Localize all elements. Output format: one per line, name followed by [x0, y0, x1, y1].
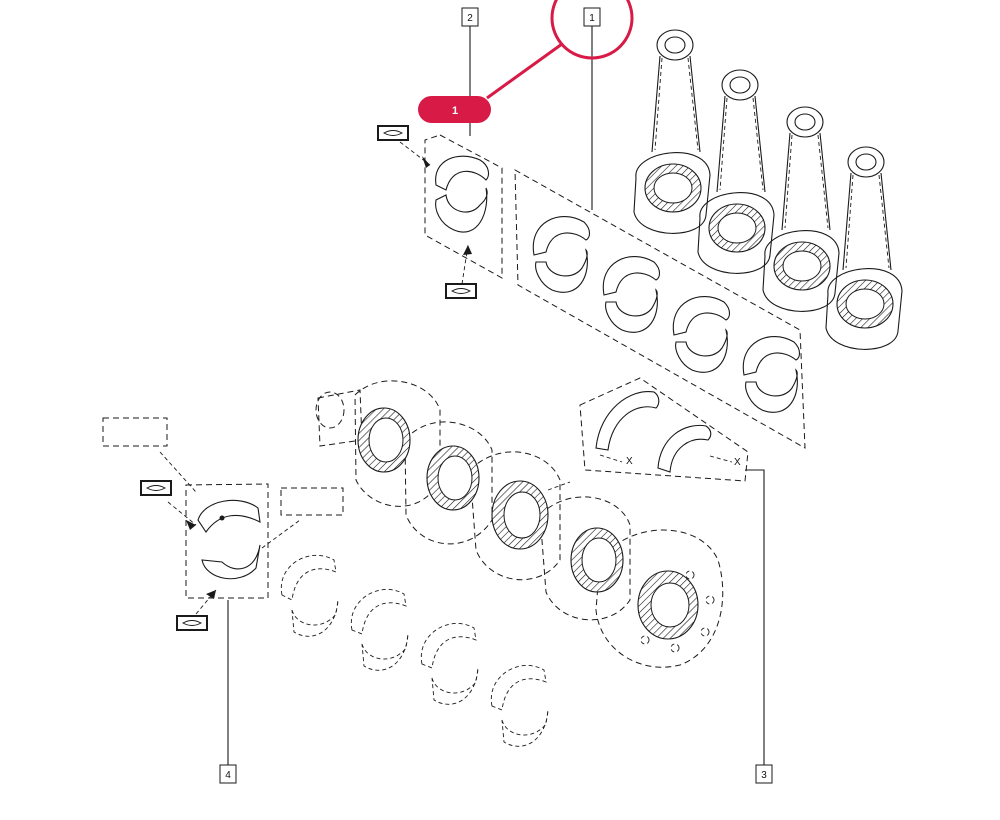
svg-text:3: 3 — [761, 770, 767, 781]
connecting-rod — [825, 146, 903, 350]
highlight-annotation: 1 — [418, 0, 634, 123]
thrust-marker-x: X — [734, 457, 741, 468]
bearing-shell — [490, 665, 549, 747]
lubricate-symbol-icon — [377, 125, 409, 141]
highlight-pointer-line — [486, 42, 563, 100]
blank-label-icon — [280, 487, 344, 516]
crankshaft — [315, 380, 724, 668]
bearing-shell — [420, 623, 479, 705]
connecting-rod — [762, 106, 840, 312]
svg-text:4: 4 — [225, 770, 231, 781]
bearing-shell — [742, 336, 801, 413]
bearing-shell — [532, 216, 591, 293]
callout-3: 3 — [755, 764, 773, 784]
main-bearing-shells-group — [280, 554, 549, 747]
bearing-shell — [602, 256, 661, 333]
callout-4: 4 — [219, 764, 237, 784]
connecting-rod — [697, 69, 775, 274]
thrust-marker-x: X — [626, 456, 633, 467]
highlight-badge[interactable] — [418, 96, 491, 123]
svg-text:2: 2 — [467, 13, 473, 24]
connecting-rod — [633, 29, 711, 234]
thrust-washers-group: X X — [579, 377, 749, 482]
lubricate-symbol-icon — [445, 283, 477, 299]
bearing-shell — [280, 554, 339, 637]
connecting-rods-group — [633, 29, 903, 350]
leader-lines — [227, 26, 765, 765]
highlight-circle — [550, 0, 634, 60]
lower-bearing-pair-group — [102, 417, 344, 615]
bearing-shell — [350, 589, 409, 671]
conrod-bearing-shells-group — [514, 169, 806, 449]
lubricate-symbol-icon — [176, 615, 208, 631]
blank-label-icon — [102, 417, 168, 447]
lubricate-symbol-icon — [140, 480, 172, 496]
bearing-shell — [672, 296, 731, 373]
callout-2: 2 — [461, 7, 479, 27]
upper-bearing-pair-group — [399, 134, 503, 285]
svg-text:1: 1 — [589, 13, 595, 24]
callout-1: 1 — [583, 7, 601, 27]
highlight-badge-label: 1 — [452, 105, 458, 117]
